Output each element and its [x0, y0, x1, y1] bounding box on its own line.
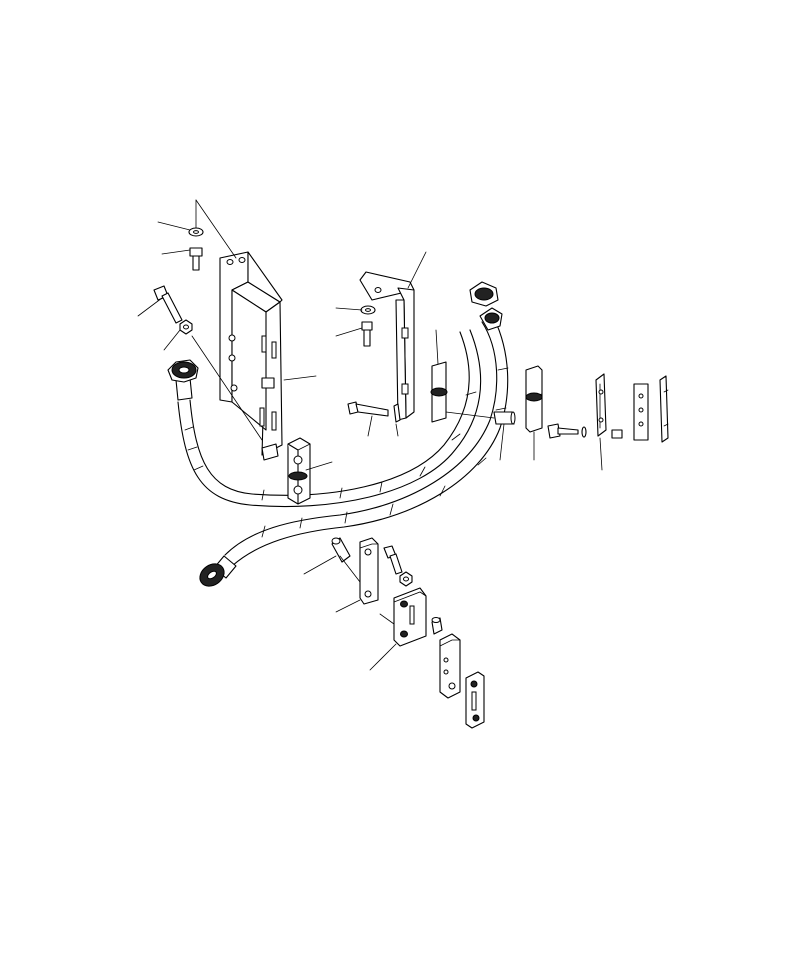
bolt-1: [189, 247, 203, 271]
hose-fitting-lower-left: [199, 555, 237, 587]
rear-clamp-block-1: [633, 383, 649, 441]
rear-clamp-plate: [595, 373, 607, 437]
hose-fitting-right: [469, 281, 503, 331]
clamp-plate-lower: [393, 587, 427, 647]
pin-lower: [331, 537, 351, 563]
front-bracket: [219, 251, 283, 461]
washer-2: [360, 305, 376, 315]
upper-bracket: [359, 271, 415, 421]
bolt-lower: [383, 545, 403, 575]
rear-clamp-plate-lower: [465, 671, 485, 729]
nut-lower: [399, 571, 413, 587]
washer-right: [581, 426, 587, 438]
pin-right: [611, 429, 623, 439]
clamp-block-left: [287, 437, 311, 505]
bolt-2: [361, 321, 373, 347]
leader-lines: [137, 199, 603, 671]
washer-1: [188, 227, 204, 237]
clamp-block-center: [430, 361, 448, 423]
hose-fitting-upper-left: [167, 359, 199, 401]
long-bolt: [153, 285, 183, 324]
clamp-block-lower-2: [439, 633, 461, 699]
spacer-lower: [431, 617, 443, 635]
long-bolt-center: [347, 401, 401, 423]
bolt-right: [547, 423, 579, 439]
rear-clamp-block-2: [659, 375, 669, 443]
nut: [179, 319, 193, 335]
clamp-block-right: [525, 365, 543, 433]
clamp-block-lower-1: [359, 537, 379, 605]
spacer: [493, 411, 516, 425]
